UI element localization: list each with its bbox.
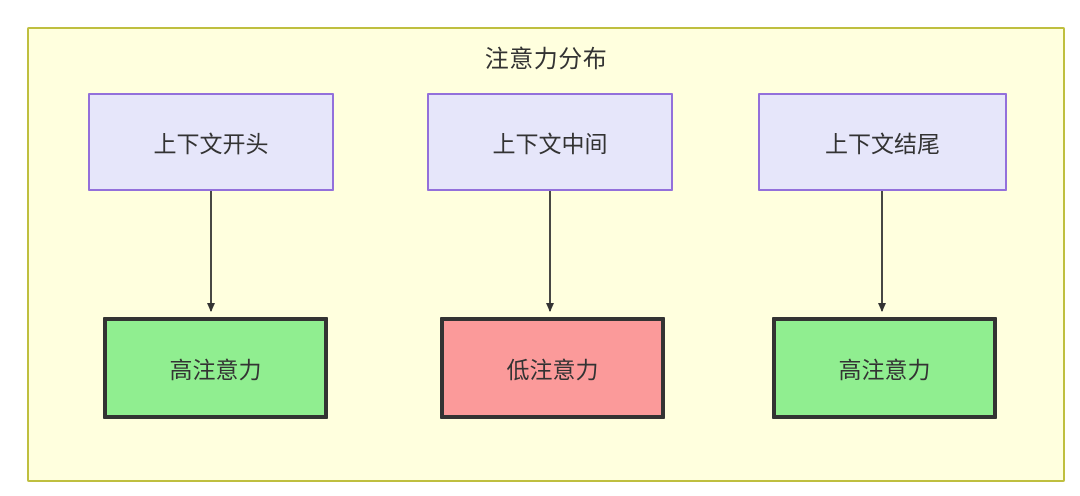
- node-label: 上下文中间: [492, 131, 608, 157]
- subgraph-title: 注意力分布: [484, 46, 608, 73]
- node-attn-high-right[interactable]: 高注意力: [772, 317, 997, 419]
- node-label: 上下文结尾: [825, 131, 940, 157]
- node-label: 高注意力: [169, 357, 262, 383]
- node-label: 上下文开头: [153, 131, 269, 157]
- node-attn-low-middle[interactable]: 低注意力: [440, 317, 665, 419]
- node-ctx-start[interactable]: 上下文开头: [88, 93, 334, 191]
- node-ctx-end[interactable]: 上下文结尾: [758, 93, 1007, 191]
- node-attn-high-left[interactable]: 高注意力: [103, 317, 328, 419]
- node-label: 高注意力: [838, 357, 931, 383]
- node-ctx-middle[interactable]: 上下文中间: [427, 93, 673, 191]
- node-label: 低注意力: [506, 357, 599, 383]
